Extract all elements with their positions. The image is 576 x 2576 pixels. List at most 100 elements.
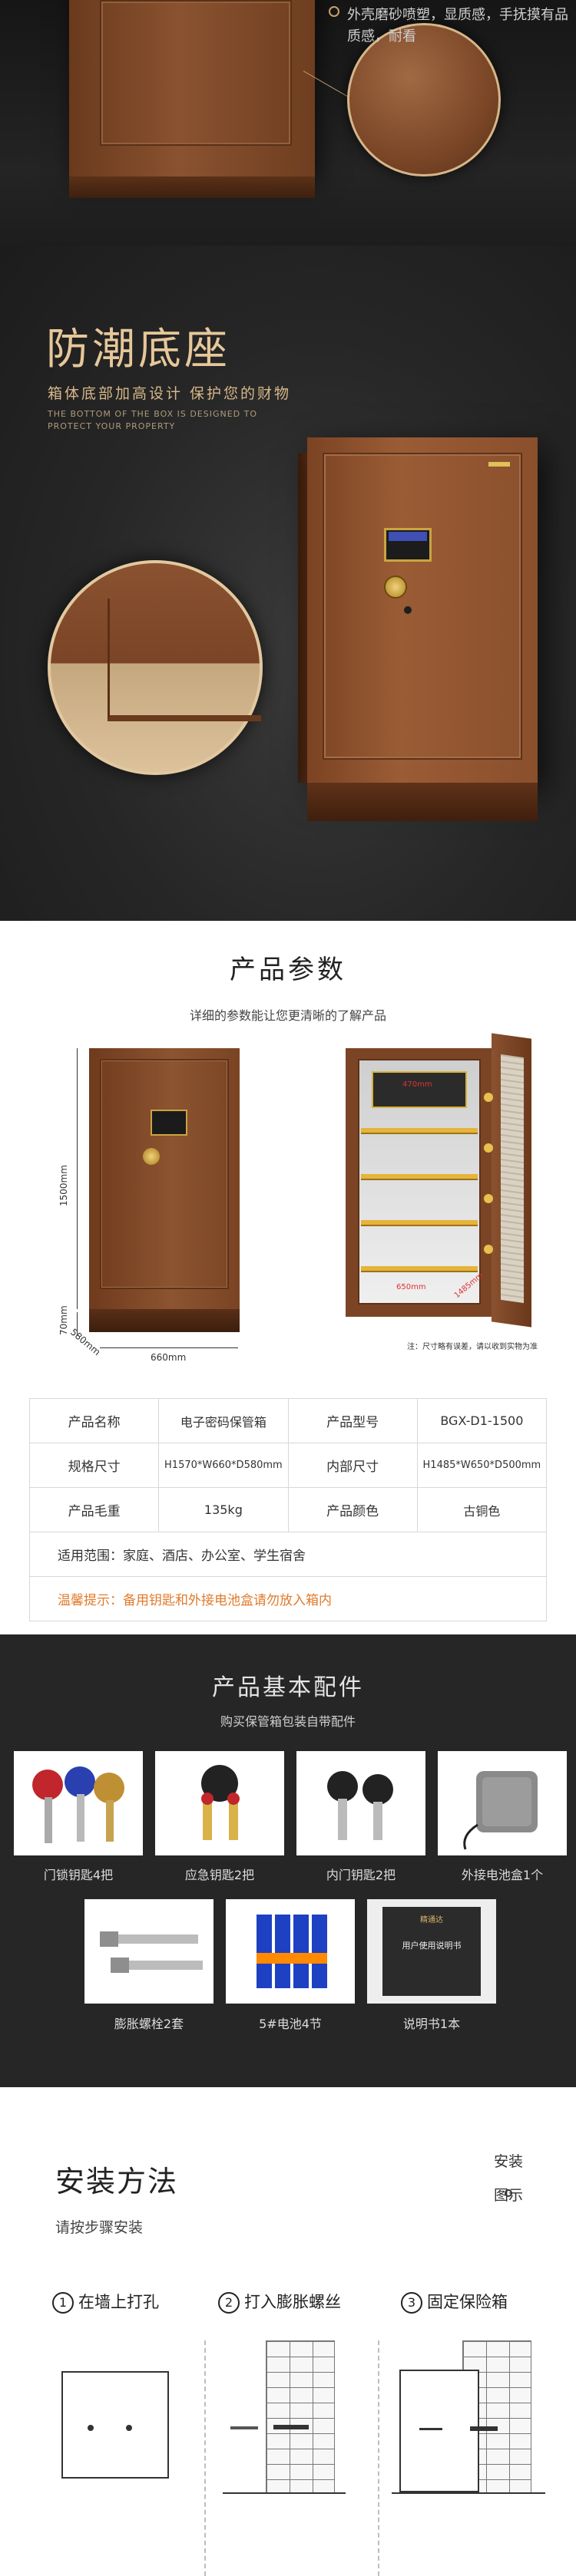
height-dimension-line (77, 1048, 78, 1309)
section-title: 产品参数 (230, 955, 346, 985)
accessory-label: 说明书1本 (402, 2017, 461, 2031)
spec-label: 内部尺寸 (287, 1443, 418, 1488)
step-number: 2 (218, 2292, 240, 2314)
callout-marker (329, 6, 339, 17)
inner-door-keys-image (296, 1751, 425, 1855)
spec-value: 135kg (158, 1487, 289, 1532)
safe-fixed-diagram (399, 2370, 479, 2492)
safe-image (307, 437, 538, 783)
accessory-label: 外接电池盒1个 (461, 1868, 544, 1882)
spec-value: BGX-D1-1500 (416, 1398, 548, 1443)
cabinet-top-image (69, 0, 315, 176)
fixing-bolt-icon (419, 2428, 442, 2430)
surface-closeup-image (347, 23, 501, 176)
lock-bolt (484, 1143, 493, 1153)
section-title: 防潮底座 (46, 325, 230, 374)
shelf (361, 1128, 478, 1134)
key-icon (327, 1771, 393, 1840)
closed-safe-image (89, 1048, 240, 1309)
shelf (361, 1266, 478, 1272)
accessory-label: 内门钥匙2把 (326, 1868, 396, 1882)
key-icon (32, 1766, 124, 1843)
step-divider (378, 2340, 379, 2576)
spec-label: 产品型号 (287, 1398, 418, 1443)
accessory-label: 门锁钥匙4把 (43, 1868, 114, 1882)
table-row: 适用范围：家庭、酒店、办公室、学生宿舍 (29, 1532, 547, 1577)
brick-wall-diagram (266, 2340, 335, 2494)
step-number: 3 (401, 2292, 422, 2314)
section-title: 安装方法 (55, 2165, 179, 2198)
manual-cover (382, 1907, 481, 1996)
accessory-label: 5#电池4节 (259, 2017, 322, 2031)
width-dimension-line (100, 1347, 238, 1348)
spec-value: H1485*W650*D500mm (416, 1443, 548, 1488)
bolt-in-wall-icon (470, 2426, 498, 2431)
spec-label: 规格尺寸 (28, 1443, 160, 1488)
section-title: 产品基本配件 (212, 1674, 364, 1701)
inner-dimension-label: 650mm (396, 1283, 426, 1291)
base-dimension-label: 70mm (58, 1305, 69, 1335)
step-label: 打入膨胀螺丝 (244, 2293, 341, 2311)
door-keys-image (14, 1751, 143, 1855)
table-row: 温馨提示：备用钥匙和外接电池盒请勿放入箱内 (29, 1576, 547, 1621)
bolt-icon (100, 1931, 203, 1973)
table-row: 规格尺寸 H1570*W660*D580mm 内部尺寸 H1485*W650*D… (28, 1443, 548, 1488)
emergency-keys-image (155, 1751, 284, 1855)
spec-value: H1570*W660*D580mm (158, 1443, 289, 1488)
warm-tip: 温馨提示：备用钥匙和外接电池盒请勿放入箱内 (29, 1576, 547, 1621)
keyhole-icon (404, 606, 412, 614)
batteries-image (226, 1899, 355, 2004)
moisture-proof-section: 防潮底座 箱体底部加高设计 保护您的财物 THE BOTTOM OF THE B… (0, 246, 576, 921)
closed-safe-door (100, 1059, 229, 1289)
section-english-caption: THE BOTTOM OF THE BOX IS DESIGNED TO PRO… (48, 409, 258, 431)
manual-title: 用户使用说明书 (402, 1941, 462, 1951)
step-number: 1 (52, 2292, 74, 2314)
section-subtitle: 购买保管箱包装自带配件 (220, 1714, 356, 1729)
key-icon (201, 1765, 240, 1840)
inner-dimension-label: 470mm (402, 1080, 432, 1089)
drill-hole-icon (88, 2425, 94, 2431)
base-edge-detail (108, 599, 261, 721)
accessory-label: 膨胀螺栓2套 (114, 2017, 184, 2031)
spec-table: 产品名称 电子密码保管箱 产品型号 BGX-D1-1500 规格尺寸 H1570… (28, 1398, 548, 1621)
wall-drilling-diagram (61, 2371, 169, 2479)
base-dimension-line (77, 1312, 78, 1335)
battery-icon (257, 1915, 327, 1988)
table-row: 产品名称 电子密码保管箱 产品型号 BGX-D1-1500 (28, 1398, 548, 1443)
height-dimension-label: 1500mm (58, 1165, 69, 1206)
surface-finish-section: 外壳磨砂喷塑，显质感，手抚摸有品质感，耐看 (0, 0, 576, 246)
door-knob (384, 576, 407, 599)
floor-line (392, 2492, 545, 2494)
cabinet-base-image (69, 176, 315, 198)
section-subtitle: 请按步骤安装 (55, 2219, 144, 2236)
surface-description: 外壳磨砂喷塑，显质感，手抚摸有品质感，耐看 (347, 7, 568, 45)
door-inner-panel (501, 1054, 524, 1304)
safe-side-image (298, 453, 309, 783)
section-subtitle: 箱体底部加高设计 保护您的财物 (48, 385, 292, 402)
brand-logo-plate (488, 462, 510, 467)
expansion-bolt-icon (230, 2426, 258, 2429)
safe-door-panel (323, 453, 522, 760)
side-label-top: 安装 (493, 2153, 523, 2170)
install-diagram-label: 安装 图示 (478, 2150, 539, 2207)
shelf (361, 1220, 478, 1226)
keypad-panel (151, 1110, 187, 1136)
spec-label: 产品毛重 (28, 1487, 160, 1532)
step-label: 在墙上打孔 (78, 2293, 159, 2311)
door-knob (143, 1148, 160, 1165)
lock-bolt (484, 1245, 493, 1254)
spec-label: 产品名称 (28, 1398, 160, 1443)
manual-image: 精通达 用户使用说明书 (367, 1899, 496, 2004)
size-note: 注：尺寸略有误差，请以收到实物为准 (407, 1343, 538, 1351)
closed-safe-base (89, 1309, 240, 1332)
divider-dot (505, 2189, 512, 2197)
spec-value: 古铜色 (416, 1487, 548, 1532)
floor-line (223, 2492, 346, 2494)
lock-bolt (484, 1194, 493, 1203)
base-closeup-image (48, 560, 263, 775)
accessory-label: 应急钥匙2把 (184, 1868, 255, 1882)
